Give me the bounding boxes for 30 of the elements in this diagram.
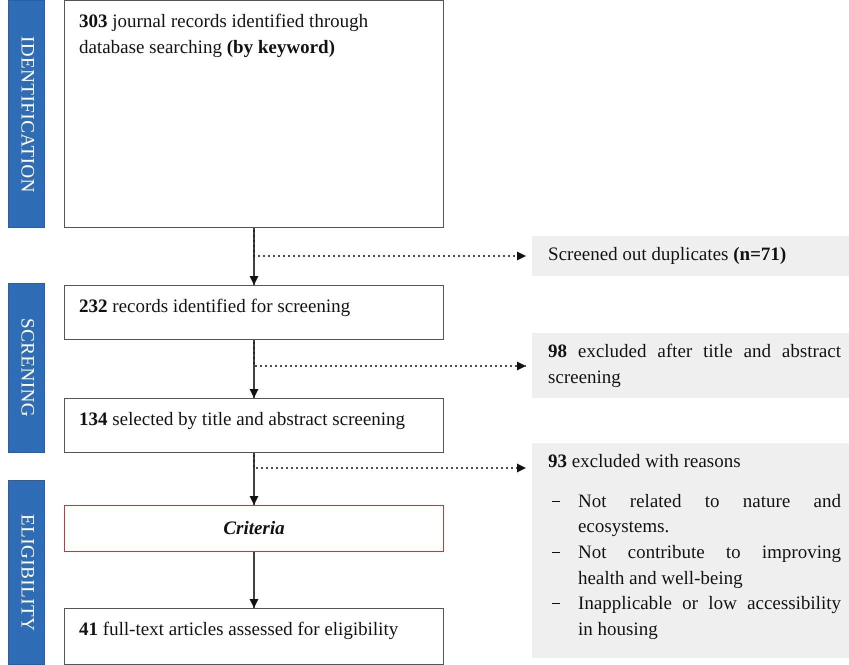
box-text: 93 excluded with reasons: [548, 450, 742, 474]
arrow: [250, 552, 258, 608]
box-text: Criteria: [223, 516, 285, 541]
dotted-arrow: [253, 342, 526, 370]
list-item: Inapplicable or low accessibility in housing: [548, 591, 841, 642]
box-text: 303 journal records identified through database searching (by keyword): [79, 10, 370, 60]
arrow: [250, 340, 258, 398]
list-item: Not contribute to improving health and well-being: [548, 540, 841, 592]
box-text: 134 selected by title and abstract screening: [79, 408, 406, 432]
arrow: [250, 228, 258, 285]
stage-band: [8, 0, 45, 228]
dotted-arrow: [253, 230, 526, 260]
process-box: [64, 0, 444, 228]
list-item: Not related to nature and ecosystems.: [548, 488, 841, 540]
stage-label: SCRENING: [15, 318, 38, 418]
dotted-arrow: [253, 455, 526, 472]
criteria-box: [64, 505, 444, 552]
stage-band: [8, 283, 45, 453]
process-box: [64, 398, 444, 453]
exclusion-box: [532, 443, 849, 658]
stage-band: [8, 480, 45, 665]
box-text: 98 excluded after title and abstract screening: [548, 340, 841, 390]
process-box: [64, 608, 444, 665]
process-box: [64, 285, 444, 340]
stage-label: IDENTIFICATION: [15, 36, 38, 192]
box-text: 232 records identified for screening: [79, 295, 352, 319]
box-text: Screened out duplicates (n=71): [548, 243, 788, 267]
stage-label: ELIGIBILITY: [15, 514, 38, 632]
box-text: 41 full-text articles assessed for eligibility: [79, 618, 400, 642]
arrow: [250, 453, 258, 505]
